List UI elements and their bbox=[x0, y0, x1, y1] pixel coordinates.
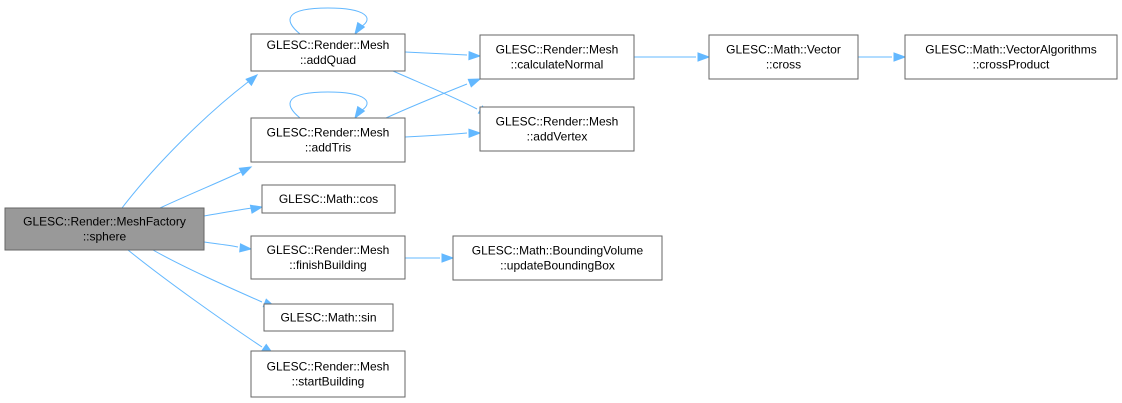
edge-line bbox=[152, 249, 263, 303]
node-label-line: ::startBuilding bbox=[292, 375, 365, 389]
node-label-line: GLESC::Render::Mesh bbox=[267, 38, 390, 52]
node-label-line: GLESC::Render::Mesh bbox=[267, 360, 390, 374]
edge-line bbox=[159, 170, 244, 209]
node-crossProduct[interactable]: GLESC::Math::VectorAlgorithms::crossProd… bbox=[904, 34, 1118, 80]
edge-addTris-to-addVertex bbox=[404, 128, 482, 138]
arrowhead bbox=[249, 204, 264, 214]
node-label-line: GLESC::Render::Mesh bbox=[496, 115, 619, 129]
edge-line bbox=[127, 249, 263, 348]
node-finishBuilding[interactable]: GLESC::Render::Mesh::finishBuilding bbox=[250, 235, 406, 280]
node-updateBoundingBox[interactable]: GLESC::Math::BoundingVolume::updateBound… bbox=[452, 235, 663, 281]
edge-line bbox=[121, 81, 249, 209]
node-startBuilding[interactable]: GLESC::Render::Mesh::startBuilding bbox=[250, 350, 406, 398]
node-label-line: ::sphere bbox=[83, 230, 127, 244]
arrowhead bbox=[238, 166, 253, 177]
node-label-line: ::addTris bbox=[305, 141, 351, 155]
node-box bbox=[452, 235, 663, 281]
edge-sphere-to-addTris bbox=[159, 166, 253, 209]
arrowhead bbox=[245, 74, 259, 87]
arrowhead bbox=[697, 52, 711, 62]
node-label-line: GLESC::Render::Mesh bbox=[267, 126, 390, 140]
node-addVertex[interactable]: GLESC::Render::Mesh::addVertex bbox=[479, 106, 635, 152]
edge-cross-to-crossProduct bbox=[858, 52, 907, 62]
node-box bbox=[250, 117, 406, 163]
node-label-line: GLESC::Math::sin bbox=[280, 311, 376, 325]
node-box bbox=[250, 235, 406, 280]
node-label-line: GLESC::Render::Mesh bbox=[496, 43, 619, 57]
edge-addTris-to-calculateNormal bbox=[385, 78, 482, 119]
node-box bbox=[261, 184, 396, 214]
edge-addQuad-to-calculateNormal bbox=[404, 50, 482, 61]
node-label-line: ::cross bbox=[766, 58, 801, 72]
arrowhead bbox=[468, 128, 482, 138]
node-box bbox=[708, 34, 859, 80]
node-sin[interactable]: GLESC::Math::sin bbox=[263, 303, 394, 332]
nodes-layer: GLESC::Render::MeshFactory::sphereGLESC:… bbox=[4, 33, 1118, 398]
arrowhead bbox=[468, 50, 482, 61]
edge-sphere-to-finishBuilding bbox=[203, 241, 253, 253]
node-sphere[interactable]: GLESC::Render::MeshFactory::sphere bbox=[4, 207, 205, 251]
edge-finishBuilding-to-updateBoundingBox bbox=[404, 253, 455, 263]
edge-calculateNormal-to-cross bbox=[634, 52, 711, 62]
node-box bbox=[904, 34, 1118, 80]
node-box bbox=[250, 350, 406, 398]
node-label-line: ::updateBoundingBox bbox=[500, 259, 615, 273]
edge-line bbox=[404, 51, 468, 56]
edge-line bbox=[203, 241, 239, 248]
node-label-line: GLESC::Math::VectorAlgorithms bbox=[925, 43, 1096, 57]
edge-line bbox=[289, 7, 368, 35]
node-box bbox=[250, 33, 406, 72]
node-label-line: ::addVertex bbox=[527, 130, 588, 144]
node-cos[interactable]: GLESC::Math::cos bbox=[261, 184, 396, 214]
node-box bbox=[479, 106, 635, 152]
node-cross[interactable]: GLESC::Math::Vector::cross bbox=[708, 34, 859, 80]
node-box bbox=[479, 34, 635, 80]
arrowhead bbox=[441, 253, 455, 263]
arrowhead bbox=[467, 78, 482, 88]
node-label-line: GLESC::Math::BoundingVolume bbox=[472, 244, 644, 258]
node-label-line: ::addQuad bbox=[300, 53, 356, 67]
node-box bbox=[263, 303, 394, 332]
edge-sphere-to-cos bbox=[203, 204, 264, 217]
edge-line bbox=[392, 70, 478, 110]
arrowhead bbox=[354, 21, 366, 36]
edge-addTris-to-addTris bbox=[289, 91, 368, 120]
node-label-line: GLESC::Math::Vector bbox=[726, 43, 841, 57]
node-label-line: GLESC::Render::MeshFactory bbox=[23, 215, 186, 229]
arrowhead bbox=[354, 105, 366, 120]
node-label-line: ::finishBuilding bbox=[289, 258, 366, 272]
edge-addQuad-to-addQuad bbox=[289, 7, 368, 36]
edge-line bbox=[385, 83, 468, 119]
node-calculateNormal[interactable]: GLESC::Render::Mesh::calculateNormal bbox=[479, 34, 635, 80]
arrowhead bbox=[239, 243, 253, 253]
arrowhead bbox=[893, 52, 907, 62]
node-addQuad[interactable]: GLESC::Render::Mesh::addQuad bbox=[250, 33, 406, 72]
node-label-line: GLESC::Math::cos bbox=[279, 192, 378, 206]
edge-line bbox=[289, 91, 368, 119]
node-addTris[interactable]: GLESC::Render::Mesh::addTris bbox=[250, 117, 406, 163]
node-label-line: ::crossProduct bbox=[973, 58, 1050, 72]
edge-line bbox=[203, 207, 253, 217]
node-label-line: GLESC::Render::Mesh bbox=[267, 243, 390, 257]
node-label-line: ::calculateNormal bbox=[511, 58, 604, 72]
edge-line bbox=[404, 132, 468, 138]
edge-sphere-to-addQuad bbox=[121, 74, 259, 209]
node-box bbox=[4, 207, 205, 251]
